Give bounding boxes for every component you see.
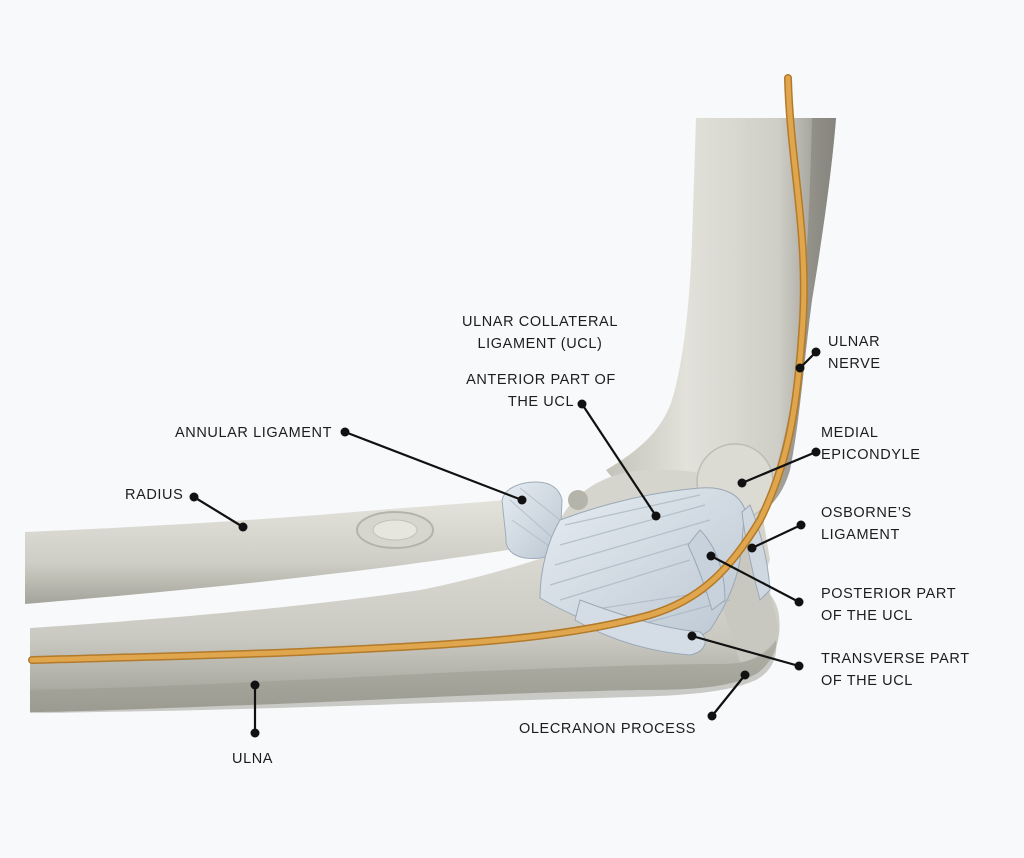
- leader-medial-epicondyle: [741, 450, 817, 485]
- annular-ligament: [501, 481, 563, 559]
- leader-annular-ligament: [344, 430, 523, 502]
- leader-transverse-ucl: [691, 634, 800, 668]
- label-anterior-part-ucl: ANTERIOR PART OF THE UCL: [466, 372, 616, 410]
- label-olecranon-process: OLECRANON PROCESS: [519, 721, 696, 737]
- label-posterior-part-ucl: POSTERIOR PART OF THE UCL: [821, 586, 957, 624]
- label-ulnar-nerve: ULNAR NERVE: [828, 334, 881, 372]
- label-annular-ligament: ANNULAR LIGAMENT: [175, 425, 333, 441]
- label-ulna: ULNA: [232, 751, 274, 767]
- label-osbornes-ligament: OSBORNE’S LIGAMENT: [821, 505, 912, 543]
- leader-radius: [193, 496, 244, 528]
- label-radius: RADIUS: [125, 487, 184, 503]
- leader-dots: [189, 347, 821, 738]
- ulnar-collateral-ligament: [539, 487, 771, 656]
- leader-anterior-ucl: [581, 403, 657, 517]
- label-medial-epicondyle: MEDIAL EPICONDYLE: [821, 425, 921, 463]
- leader-lines: [193, 351, 817, 733]
- leader-olecranon: [711, 674, 746, 717]
- humerus-bone: [606, 118, 836, 525]
- label-ulnar-collateral-ligament: ULNAR COLLATERAL LIGAMENT (UCL): [462, 314, 618, 352]
- radius-bone: [25, 500, 520, 604]
- leader-osborne: [751, 524, 802, 549]
- label-transverse-part-ucl: TRANSVERSE PART OF THE UCL: [821, 651, 970, 689]
- leader-posterior-ucl: [710, 555, 800, 603]
